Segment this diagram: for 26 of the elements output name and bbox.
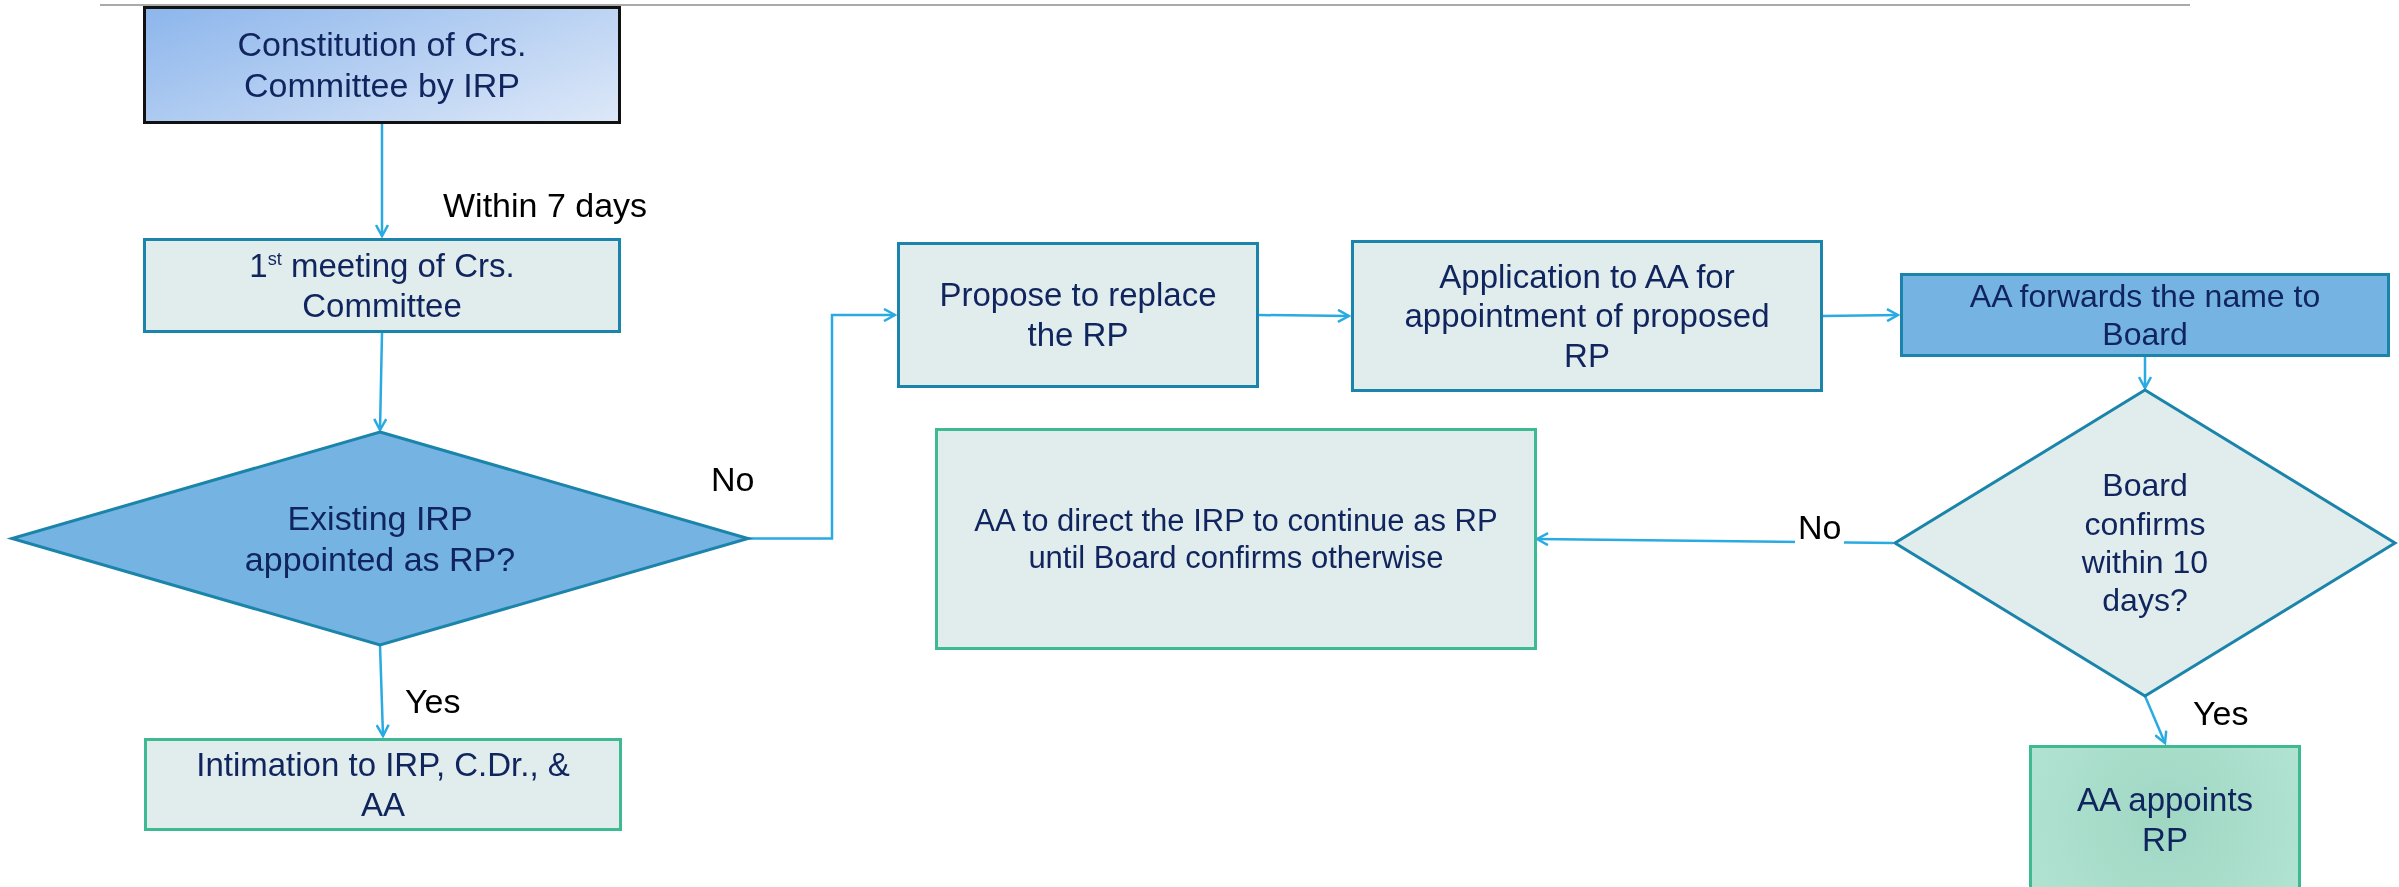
- arrow: [375, 644, 390, 738]
- arrow: [1823, 307, 1900, 323]
- box-text: 1$^{st}$ meeting of Crs. Committee: [248, 245, 516, 326]
- arrow: [2137, 357, 2153, 390]
- decision-text: Existing IRP appointed as RP?: [243, 497, 517, 580]
- box-text: AA appoints RP: [2075, 780, 2255, 860]
- box-text: AA forwards the name to Board: [1968, 276, 2322, 354]
- process-box: [1351, 240, 1823, 392]
- box-text: Propose to replace the RP: [938, 275, 1218, 355]
- box-text: Constitution of Crs. Committee by IRP: [236, 24, 528, 106]
- process-box: [2029, 745, 2301, 887]
- process-box: [1900, 273, 2390, 357]
- arrow: [748, 307, 897, 540]
- box-text: Intimation to IRP, C.Dr., & AA: [195, 744, 571, 825]
- process-box: [144, 738, 622, 831]
- arrow: [2143, 695, 2168, 745]
- box-text: AA to direct the IRP to continue as RP until Board confirms otherwise: [973, 501, 1499, 577]
- decision-text: Board confirms within 10 days?: [2080, 466, 2210, 620]
- box-text: Application to AA for appointment of proposed RP: [1403, 256, 1771, 376]
- arrow: [373, 332, 388, 432]
- process-box: [143, 238, 621, 333]
- arrow: [1259, 308, 1351, 324]
- process-box: [897, 242, 1259, 388]
- process-box: [935, 428, 1537, 650]
- process-box: [143, 6, 621, 124]
- arrow: [374, 124, 390, 238]
